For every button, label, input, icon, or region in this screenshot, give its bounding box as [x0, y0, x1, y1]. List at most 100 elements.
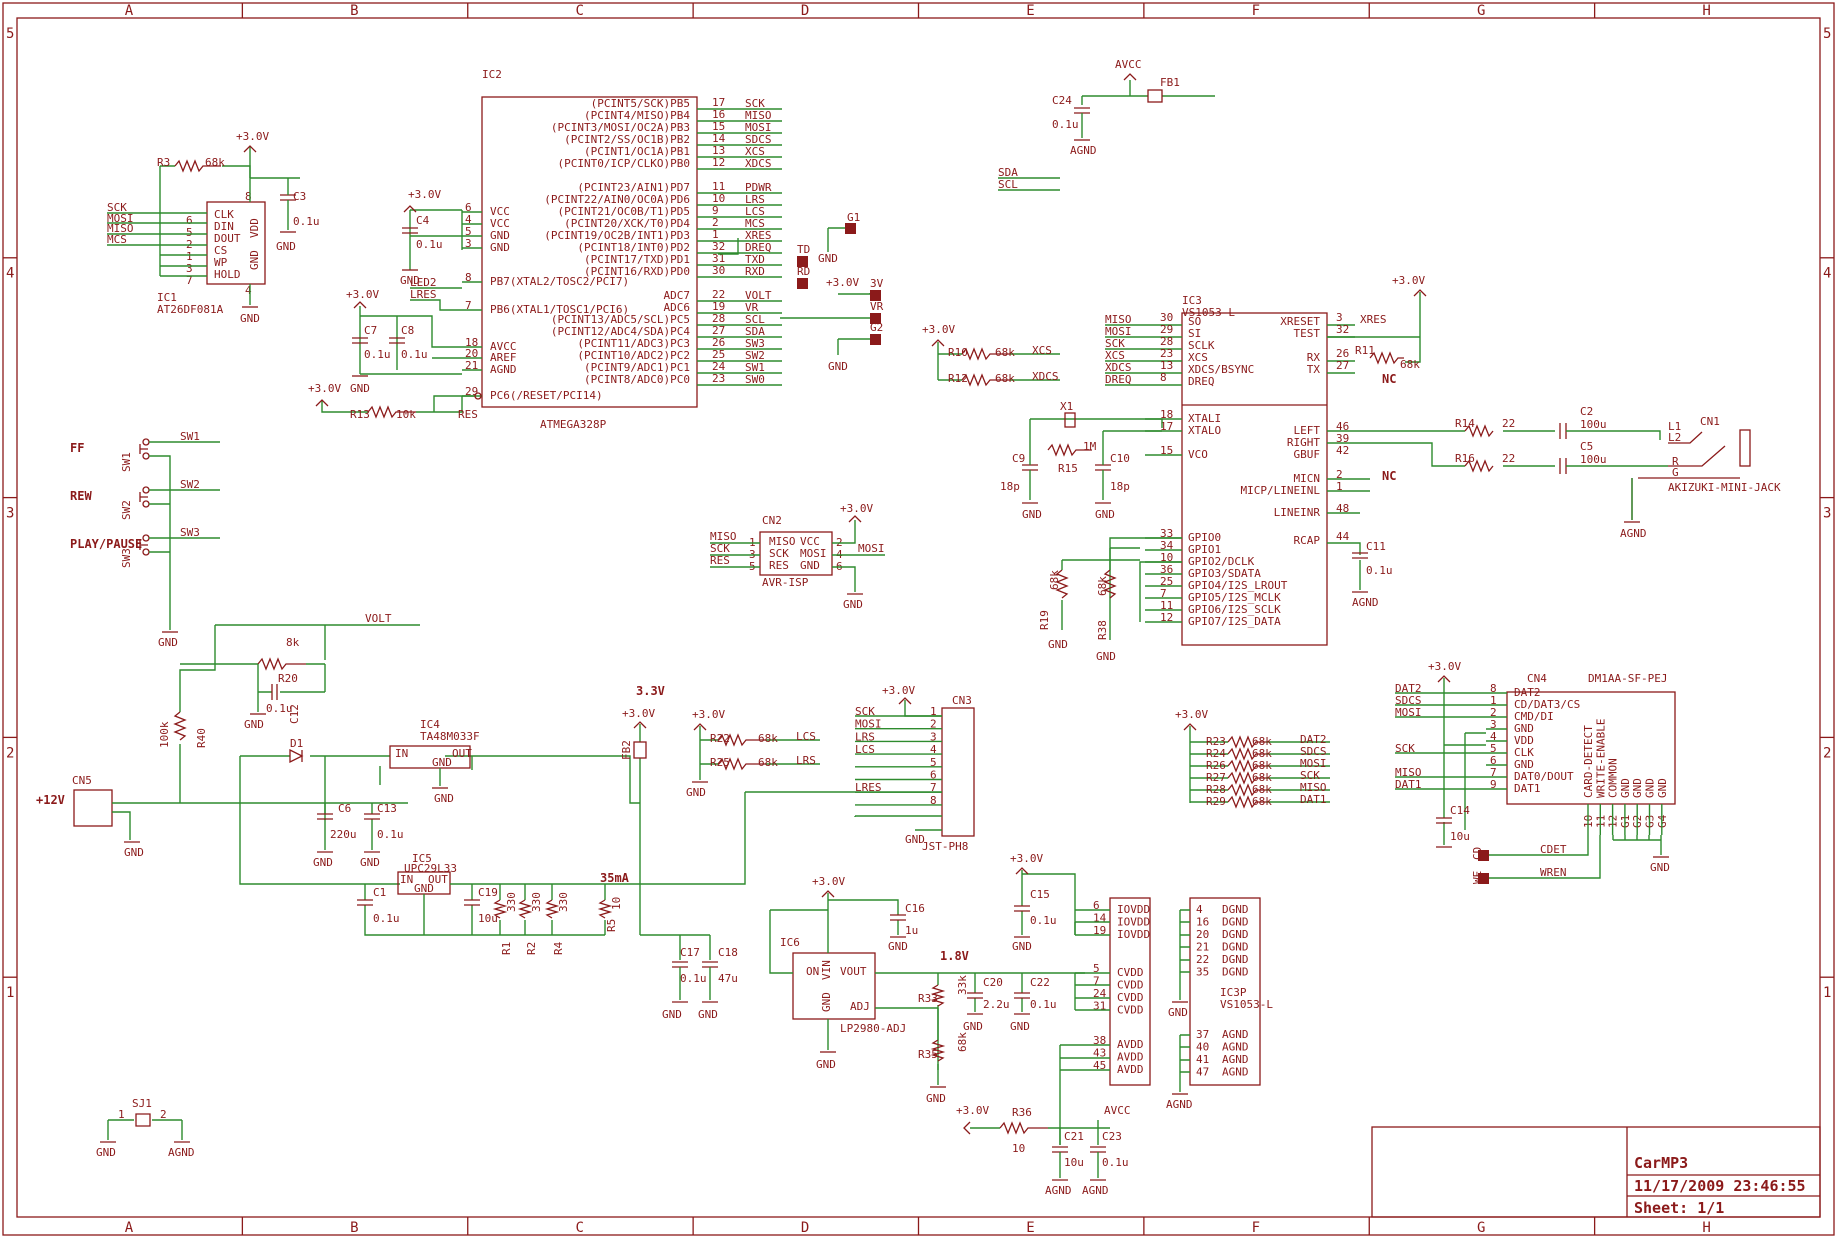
- ic2-pin-number: 8: [465, 271, 472, 284]
- ff-label: FF: [70, 441, 84, 455]
- buttons: FF REW PLAY/PAUSE SW1 SW2 SW3 SW1 SW2 SW…: [70, 430, 220, 649]
- cn4-vertical-pin: COMMON: [1607, 758, 1620, 798]
- ic2-ref: IC2: [482, 68, 502, 81]
- ic2-pin-number: 6: [465, 201, 472, 214]
- sw3-label: SW3: [120, 548, 133, 568]
- ic2-left-pins: VCC6VCC4GND5GND3PB7(XTAL2/TOSC2/PCI7)8PB…: [462, 201, 629, 402]
- ic1-pin-wp: WP: [214, 256, 228, 269]
- r25-label: R25: [710, 756, 730, 769]
- ic1-num: 4: [245, 284, 252, 297]
- ic2-pin-name: (PCINT17/TXD)PD1: [584, 253, 690, 266]
- ic3-pin-name: GBUF: [1294, 448, 1321, 461]
- c11-value: 0.1u: [1366, 564, 1393, 577]
- ic1-num: 7: [186, 274, 193, 287]
- ic2-pin-name: (PCINT9/ADC1)PC1: [584, 361, 690, 374]
- ic2-pin-number: 23: [712, 372, 725, 385]
- dgnd-gnd: GND: [1168, 1006, 1188, 1019]
- power-supply: VOLT 8k R20 C12 0.1u GND 100k R40 CN5 +1…: [36, 612, 738, 1021]
- ic2-gnd: GND: [400, 274, 420, 287]
- ic2-pin-number: 7: [465, 299, 472, 312]
- ic1-ref: IC1: [157, 291, 177, 304]
- ic3-pin-name: GPIO5/I2S_MCLK: [1188, 591, 1281, 604]
- pad-td: [797, 256, 808, 267]
- c21-agnd: AGND: [1045, 1184, 1072, 1197]
- sj1-jumper: SJ1 1 2 GND AGND: [96, 1097, 195, 1159]
- r14-value: 22: [1502, 417, 1515, 430]
- ic3p-pin-name: AGND: [1222, 1041, 1249, 1054]
- c21-label: C21: [1064, 1130, 1084, 1143]
- ic1-pin-dout: DOUT: [214, 232, 241, 245]
- ic3-pin-name: GPIO7/I2S_DATA: [1188, 615, 1281, 628]
- ic1-num: 6: [186, 214, 193, 227]
- ic2-pin-number: 5: [465, 225, 472, 238]
- ic2-pin-number: 18: [465, 336, 478, 349]
- c5-label: C5: [1580, 440, 1593, 453]
- ic3p-pin-name: CVDD: [1117, 991, 1144, 1004]
- ic2-pin-name: (PCINT4/MISO)PB4: [584, 109, 690, 122]
- ic3p-pin-number: 14: [1093, 912, 1107, 925]
- r4-value: 330: [557, 892, 570, 912]
- agnd-gnd: AGND: [1166, 1098, 1193, 1111]
- cn3-gnd: GND: [905, 833, 925, 846]
- ic2-pin-name: ADC7: [664, 289, 691, 302]
- frame-col-label: C: [575, 3, 583, 19]
- c1-label: C1: [373, 886, 386, 899]
- ic2-pin-name: (PCINT0/ICP/CLKO)PB0: [558, 157, 690, 170]
- audio-output: R14 22 R16 22 C2 100u C5 100u CN1 L1 L2 …: [1327, 405, 1781, 540]
- ic2-net-label: RXD: [745, 265, 765, 278]
- ic3-pin-name: TEST: [1294, 327, 1321, 340]
- ic1-gnd: GND: [240, 312, 260, 325]
- r20-label: R20: [278, 672, 298, 685]
- cn3-net-label: LRS: [855, 730, 875, 743]
- cn2-power: +3.0V: [840, 502, 873, 515]
- ic2-net-label: SCL: [745, 313, 765, 326]
- pullup-resistor: [1227, 735, 1266, 749]
- ic3-pin-name: MICN: [1294, 472, 1321, 485]
- cn2-net-miso: MISO: [710, 530, 737, 543]
- x1-label: X1: [1060, 400, 1073, 413]
- ic3-pin-number: 12: [1160, 611, 1173, 624]
- ic3p-pin-name: DGND: [1222, 953, 1249, 966]
- pad-rd: [797, 278, 808, 289]
- c3-label: C3: [293, 190, 306, 203]
- ic3-pin-name: DREQ: [1188, 375, 1215, 388]
- cn3-ref: CN3: [952, 694, 972, 707]
- ic3-pin-number: 30: [1160, 311, 1173, 324]
- project-name: CarMP3: [1634, 1154, 1688, 1172]
- r36-avcc: AVCC: [1104, 1104, 1131, 1117]
- c4-label: C4: [416, 214, 430, 227]
- c11-agnd: AGND: [1352, 596, 1379, 609]
- ic3-pin-number: 25: [1160, 575, 1173, 588]
- c15-gnd: GND: [1012, 940, 1032, 953]
- frame-row-label: 2: [6, 745, 14, 761]
- ic2-net-label: TXD: [745, 253, 765, 266]
- cn4-net-label: DAT2: [1395, 682, 1422, 695]
- ic2-net-label: XDCS: [745, 157, 772, 170]
- cn4-pin-number: 4: [1490, 730, 1497, 743]
- c8-label: C8: [401, 324, 414, 337]
- r10-label: R10: [948, 346, 968, 359]
- r3-label: R3: [157, 156, 170, 169]
- pullup-resistor: [1227, 759, 1266, 773]
- ic2-pin-name: (PCINT8/ADC0)PC0: [584, 373, 690, 386]
- frame-col-label: G: [1477, 1220, 1485, 1236]
- c24-label: C24: [1052, 94, 1072, 107]
- c9-label: C9: [1012, 452, 1025, 465]
- ic4-part: TA48M033F: [420, 730, 480, 743]
- pad-rd-label: RD: [797, 265, 810, 278]
- ic3-power-label: +3.0V: [1392, 274, 1425, 287]
- ic3p-pin-number: 21: [1196, 941, 1209, 954]
- ic3-net-label: MOSI: [1105, 325, 1132, 338]
- ic2-net-label: SW0: [745, 373, 765, 386]
- ic3p-pin-number: 31: [1093, 1000, 1106, 1013]
- frame-col-label: D: [801, 1220, 809, 1236]
- ic3-pin-number: 1: [1336, 480, 1343, 493]
- r2-value: 330: [530, 892, 543, 912]
- r22-value: 68k: [758, 732, 778, 745]
- r15-label: R15: [1058, 462, 1078, 475]
- ic3p-pin-number: 20: [1196, 928, 1209, 941]
- ic6-ref: IC6: [780, 936, 800, 949]
- cn4-net-label: MOSI: [1395, 706, 1422, 719]
- pullup-value: 68k: [1252, 747, 1272, 760]
